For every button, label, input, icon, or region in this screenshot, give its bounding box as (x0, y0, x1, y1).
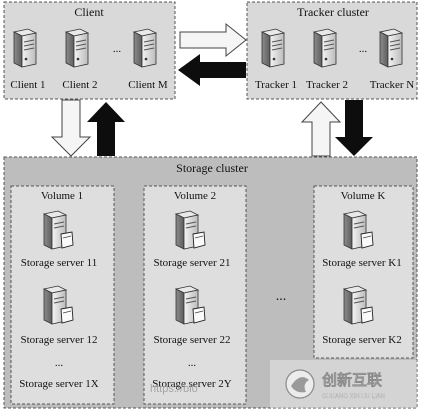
volumes-ellipsis: ... (276, 289, 287, 304)
tracker-panel: Tracker cluster ... Tracker 1 Tracker 2 … (246, 1, 418, 100)
brand-logo-icon (285, 369, 315, 399)
server-icon (133, 28, 157, 68)
client-1-label: Client 1 (10, 79, 45, 91)
client-2-label: Client 2 (62, 79, 97, 91)
client-to-tracker-arrow (179, 22, 247, 58)
tracker-2-label: Tracker 2 (306, 79, 348, 91)
storage-to-client-arrow (87, 102, 125, 156)
tracker-1-label: Tracker 1 (255, 79, 297, 91)
server-icon (65, 28, 89, 68)
volume-box (313, 185, 414, 359)
storage-server-label: Storage server 2Y (152, 378, 231, 390)
tracker-n-label: Tracker N (370, 79, 415, 91)
volume-title: Volume 2 (174, 190, 216, 202)
storage-server-label: Storage server K1 (322, 257, 401, 269)
watermark: https://blo 创新互联 CHUANG XIN HU LIAN (150, 360, 417, 408)
volume-title: Volume 1 (41, 190, 83, 202)
volume-title: Volume K (341, 190, 386, 202)
tracker-to-client-arrow (178, 54, 246, 86)
server-icon (261, 28, 285, 68)
volume-2: Volume 2 Storage server 21 Storage serve… (143, 185, 247, 405)
storage-cluster: Storage cluster Volume 1 Storage server … (3, 156, 418, 409)
volume-k: Volume K Storage server K1 Storage serve… (313, 185, 414, 359)
volume-1: Volume 1 Storage server 11 Storage serve… (10, 185, 115, 405)
client-title: Client (74, 5, 104, 19)
client-m-label: Client M (128, 79, 168, 91)
server-icon (313, 28, 337, 68)
storage-to-tracker-arrow (300, 101, 342, 157)
storage-server-label: Storage server 11 (21, 257, 98, 269)
tracker-to-storage-arrow (335, 100, 373, 156)
tracker-ellipsis: ... (359, 43, 368, 55)
server-icon (379, 28, 403, 68)
storage-server-label: Storage server 12 (21, 334, 98, 346)
client-ellipsis: ... (113, 43, 122, 55)
storage-server-label: Storage server 21 (154, 257, 231, 269)
volume-ellipsis: ... (55, 357, 64, 369)
watermark-url: https://blo (150, 383, 198, 395)
client-panel: Client ... Client 1 Client 2 Client M (3, 1, 176, 100)
volume-ellipsis: ... (188, 357, 197, 369)
tracker-title: Tracker cluster (297, 5, 369, 19)
storage-server-label: Storage server 22 (154, 334, 231, 346)
storage-server-label: Storage server 1X (19, 378, 98, 390)
storage-title: Storage cluster (176, 161, 248, 175)
watermark-brand-cn: 创新互联 (321, 371, 383, 389)
storage-server-label: Storage server K2 (322, 334, 401, 346)
server-icon (13, 28, 37, 68)
watermark-brand-en: CHUANG XIN HU LIAN (322, 394, 385, 400)
client-to-storage-arrow (50, 99, 92, 157)
